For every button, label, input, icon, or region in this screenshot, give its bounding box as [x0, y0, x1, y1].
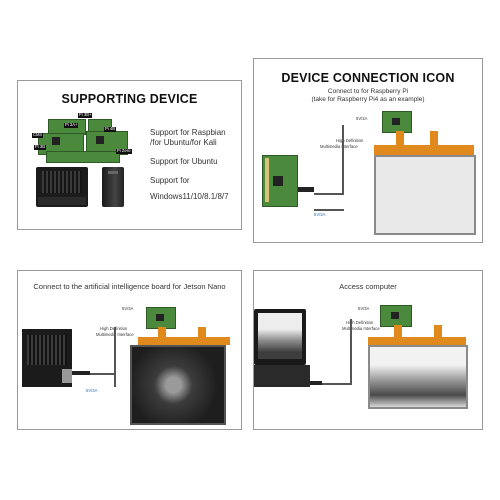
device-connection-title: DEVICE CONNECTION ICON: [281, 71, 455, 85]
support-raspbian-line1: Support for Raspbian: [150, 128, 226, 137]
computer-label-hdmi-line2: Multimedia Interface: [342, 326, 380, 331]
computer-label-hdmi-line1: High Definition: [346, 320, 374, 325]
raspberry-pi-4-image: [262, 155, 298, 207]
label-hdmi-line1: High Definition: [336, 138, 364, 143]
access-computer-title: Access computer: [339, 282, 397, 291]
computer-label-5v3a: 5V/3A: [358, 306, 370, 311]
support-windows-line1: Support for: [150, 176, 190, 185]
device-connection-panel: DEVICE CONNECTION ICON Connect to for Ra…: [253, 58, 483, 243]
driver-board-image: [382, 111, 412, 133]
pi-label-3b-plus: Pi 3B+: [78, 112, 93, 118]
label-5v3a-top: 5V/3A: [356, 116, 368, 121]
pi-label-cm4: CM4: [32, 132, 43, 138]
jetson-label-5v3a-top: 5V/3A: [122, 306, 134, 311]
connection-subtitle-line2: (take for Raspberry Pi4 as an example): [311, 96, 425, 103]
support-windows-line2: Windows11/10/8.1/8/7: [150, 192, 229, 201]
pi-label-4b: Pi 4B: [104, 126, 117, 132]
label-hdmi-line2: Multimedia Interface: [320, 144, 358, 149]
support-raspbian-line2: /for Ubuntu/for Kali: [150, 138, 217, 147]
pi-label-3b: Pi 3B: [34, 144, 47, 150]
jetson-label-hdmi-line1: High Definition: [100, 326, 128, 331]
supporting-device-panel: SUPPORTING DEVICE Pi 3B+ Pi 3A+ Pi 4B CM…: [17, 80, 242, 230]
label-5v3a-bottom: 5V/3A: [314, 212, 326, 217]
jetson-nano-image: [36, 167, 88, 207]
epaper-screen-image: [374, 155, 476, 235]
connection-subtitle-line1: Connect to for Raspberry Pi: [327, 88, 409, 95]
pi-label-3a-plus: Pi 3A+: [64, 122, 79, 128]
pi-label-zero: Pi Zero: [116, 148, 132, 154]
jetson-connection-panel: Connect to the artificial intelligence b…: [17, 270, 242, 430]
supporting-device-title: SUPPORTING DEVICE: [61, 92, 198, 106]
jetson-driver-board-image: [146, 307, 176, 329]
jetson-connection-title: Connect to the artificial intelligence b…: [33, 282, 226, 291]
pc-tower-image: [102, 167, 124, 207]
jetson-epaper-screen-image: [130, 345, 226, 425]
raspberry-pi-boards-image: Pi 3B+ Pi 3A+ Pi 4B CM4 Pi Zero Pi 3B: [30, 111, 140, 163]
jetson-label-5v3a-bottom: 5V/3A: [86, 388, 98, 393]
laptop-image: [254, 309, 310, 389]
jetson-nano-board-image: [22, 329, 72, 387]
access-computer-panel: Access computer 5V/3A High Definition Mu…: [253, 270, 483, 430]
computer-epaper-screen-image: [368, 345, 468, 409]
computer-driver-board-image: [380, 305, 412, 327]
support-ubuntu: Support for Ubuntu: [150, 157, 218, 166]
